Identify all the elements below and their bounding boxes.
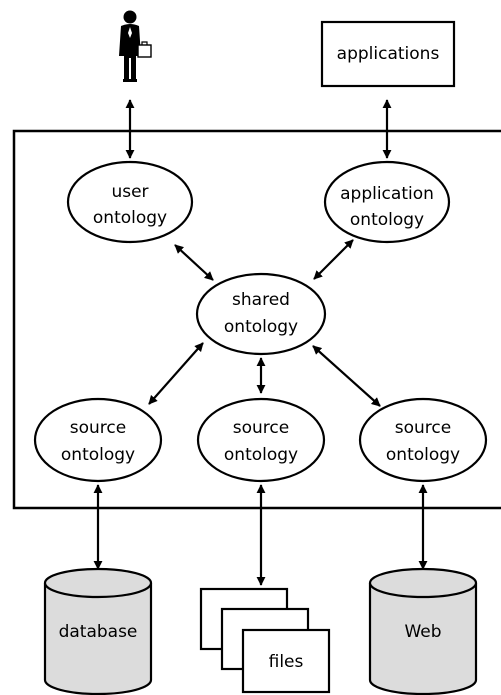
arrow-shared-to-source-left: [148, 342, 204, 405]
user-ontology-line2: ontology: [93, 208, 167, 228]
source-ontology-left-node: source ontology: [33, 397, 163, 483]
files-label: files: [269, 652, 304, 672]
arrow-user-ontology-to-shared: [174, 244, 214, 281]
shared-ontology-line1: shared: [232, 290, 290, 310]
applications-label: applications: [337, 44, 440, 64]
web-cylinder-icon: Web: [368, 567, 478, 695]
arrow-application-ontology-to-shared: [313, 239, 354, 280]
source-ontology-center-node: source ontology: [196, 397, 326, 483]
source-ontology-right-line1: source: [395, 418, 451, 438]
web-label: Web: [404, 622, 441, 642]
database-cylinder-icon: database: [43, 567, 153, 695]
connections: [93, 99, 428, 586]
shared-ontology-line2: ontology: [224, 317, 298, 337]
source-ontology-left-line2: ontology: [61, 445, 135, 465]
businessman-icon: [119, 10, 152, 82]
user-ontology-node: user ontology: [66, 160, 194, 244]
shared-ontology-node: shared ontology: [195, 272, 327, 356]
source-ontology-right-node: source ontology: [358, 397, 488, 483]
source-ontology-right-line2: ontology: [386, 445, 460, 465]
application-ontology-line1: application: [340, 184, 434, 204]
source-ontology-center-line1: source: [233, 418, 289, 438]
document-stack-icon: files: [199, 587, 331, 694]
application-ontology-node: application ontology: [323, 160, 451, 244]
applications-box: applications: [320, 20, 456, 88]
arrow-shared-to-source-right: [312, 345, 381, 407]
source-ontology-center-line2: ontology: [224, 445, 298, 465]
application-ontology-line2: ontology: [350, 210, 424, 230]
source-ontology-left-line1: source: [70, 418, 126, 438]
user-ontology-line1: user: [111, 182, 148, 202]
database-label: database: [59, 622, 138, 642]
